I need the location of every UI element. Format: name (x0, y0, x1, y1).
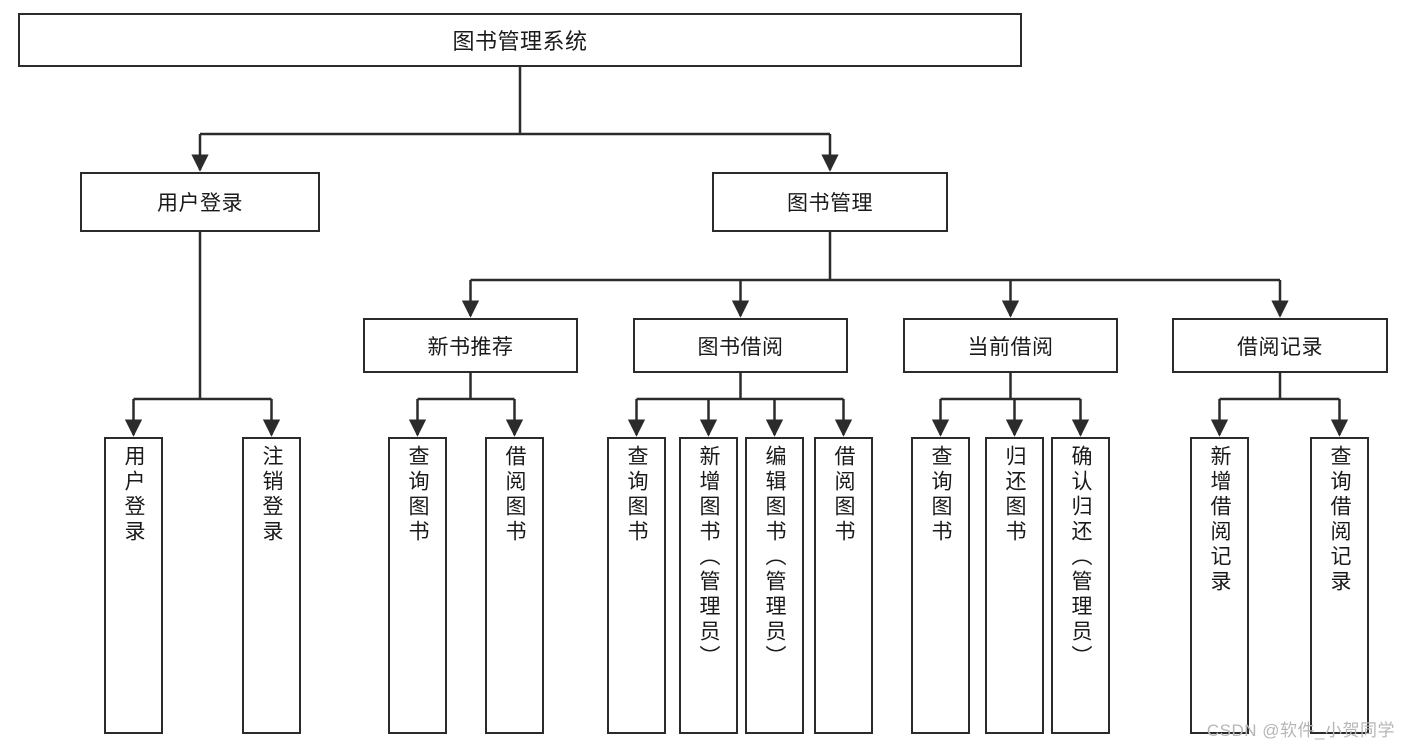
node-label: 查询图书 (929, 445, 952, 545)
node-label: 查询借阅记录 (1328, 445, 1351, 595)
node-label: 当前借阅 (967, 335, 1054, 359)
node-label: 新书推荐 (427, 335, 514, 359)
node-label: 归还图书 (1003, 445, 1026, 545)
node-label: 查询图书 (406, 445, 429, 545)
node-leaf-return-book[interactable]: 归还图书 (985, 437, 1044, 734)
node-label: 用户登录 (122, 445, 145, 545)
node-root[interactable]: 图书管理系统 (18, 13, 1022, 67)
node-label: 图书管理 (787, 192, 873, 215)
node-label: 新增借阅记录 (1208, 445, 1231, 595)
node-label: 用户登录 (157, 192, 243, 215)
node-leaf-query-book-3[interactable]: 查询图书 (911, 437, 970, 734)
node-borrow-record[interactable]: 借阅记录 (1172, 318, 1388, 373)
node-label: 借阅图书 (832, 445, 855, 545)
node-new-book-rec[interactable]: 新书推荐 (363, 318, 578, 373)
node-leaf-confirm-return[interactable]: 确认归还（管理员） (1051, 437, 1110, 734)
node-leaf-query-record[interactable]: 查询借阅记录 (1310, 437, 1369, 734)
node-leaf-borrow-book-2[interactable]: 借阅图书 (814, 437, 873, 734)
node-label: 借阅图书 (503, 445, 526, 545)
node-user-login[interactable]: 用户登录 (80, 172, 320, 232)
node-label: 图书借阅 (697, 335, 784, 359)
node-leaf-query-book-1[interactable]: 查询图书 (388, 437, 447, 734)
node-label: 编辑图书（管理员） (763, 445, 786, 670)
node-leaf-logout[interactable]: 注销登录 (242, 437, 301, 734)
node-label: 借阅记录 (1237, 335, 1323, 359)
node-label: 查询图书 (625, 445, 648, 545)
node-label: 确认归还（管理员） (1069, 445, 1092, 670)
node-book-manage[interactable]: 图书管理 (712, 172, 948, 232)
node-label: 注销登录 (260, 445, 283, 545)
node-leaf-query-book-2[interactable]: 查询图书 (607, 437, 666, 734)
node-label: 新增图书（管理员） (697, 445, 720, 670)
node-leaf-add-book[interactable]: 新增图书（管理员） (679, 437, 738, 734)
node-leaf-user-login[interactable]: 用户登录 (104, 437, 163, 734)
node-leaf-add-record[interactable]: 新增借阅记录 (1190, 437, 1249, 734)
node-book-borrow[interactable]: 图书借阅 (633, 318, 848, 373)
node-label: 图书管理系统 (452, 29, 588, 54)
node-leaf-edit-book[interactable]: 编辑图书（管理员） (745, 437, 804, 734)
node-current-borrow[interactable]: 当前借阅 (903, 318, 1118, 373)
node-leaf-borrow-book-1[interactable]: 借阅图书 (485, 437, 544, 734)
